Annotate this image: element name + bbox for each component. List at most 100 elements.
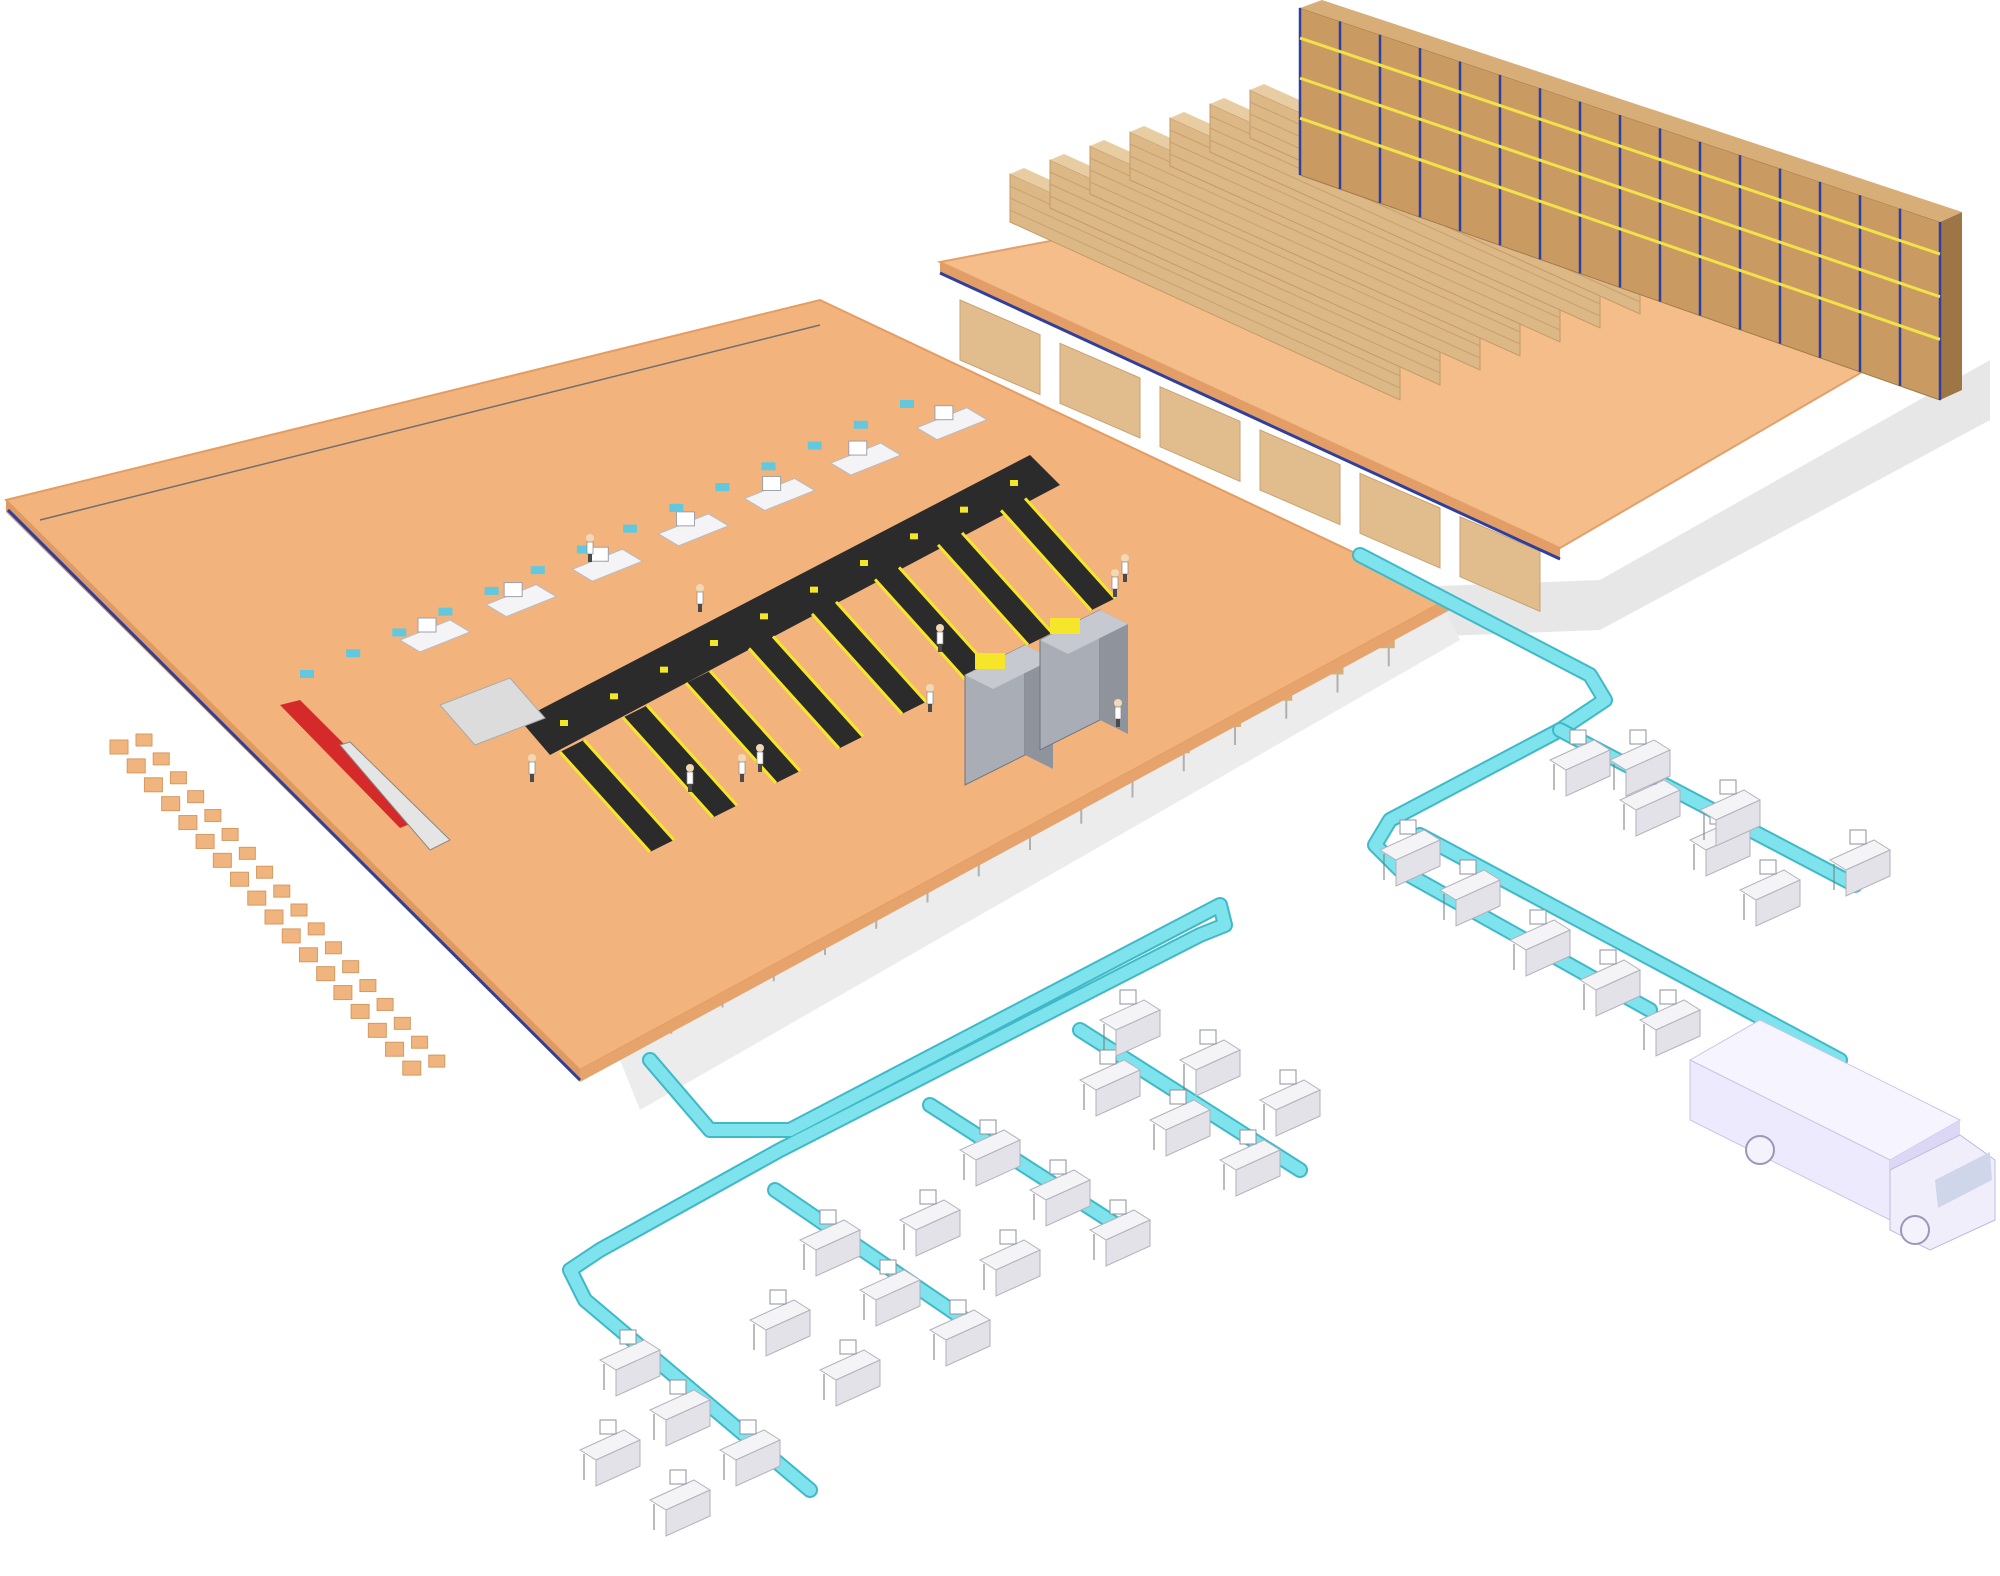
person-body — [528, 761, 536, 775]
shelf-level-line — [1209, 127, 1601, 305]
station-front — [1165, 1109, 1211, 1157]
tote-bin — [761, 462, 776, 471]
person-icon — [696, 584, 704, 592]
left-carton-stacks — [109, 733, 446, 1076]
rack-beam — [1299, 36, 1941, 256]
person-body — [696, 591, 704, 605]
carton — [428, 1054, 446, 1068]
station-front — [665, 1489, 711, 1537]
carton — [126, 758, 146, 774]
station-front — [1095, 1069, 1141, 1117]
station-monitor — [1399, 819, 1417, 835]
station-monitor — [675, 511, 695, 527]
chute-opening — [339, 741, 451, 851]
packing-station-icon — [1258, 1069, 1322, 1137]
lane-safety-stripe — [873, 578, 967, 681]
tote-bin — [438, 607, 453, 616]
sorter-branch-lane — [560, 740, 674, 852]
packing-station-icon — [1608, 729, 1672, 797]
person-body — [1111, 576, 1119, 590]
packing-station-icon — [1738, 859, 1802, 927]
station-front — [995, 1249, 1041, 1297]
station-monitor — [848, 440, 868, 456]
truck-wheel — [1745, 1135, 1775, 1165]
sorter-branch-lane — [938, 532, 1053, 645]
station-monitor — [1109, 1199, 1127, 1215]
station-monitor — [1049, 1159, 1067, 1175]
packing-station-icon — [1578, 949, 1642, 1017]
tote-on-belt — [960, 506, 968, 513]
station-front — [1275, 1089, 1321, 1137]
station-front — [875, 1279, 921, 1327]
packing-station-icon — [718, 1419, 782, 1487]
conveyor-lower-branch-b — [924, 1099, 1146, 1246]
station-monitor — [1099, 1049, 1117, 1065]
carton — [195, 833, 215, 849]
person-icon — [756, 744, 764, 752]
carton — [238, 846, 256, 860]
station-monitor — [762, 475, 782, 491]
station-monitor — [1719, 779, 1737, 795]
lower-shelf-block — [1259, 429, 1341, 526]
station-front — [1455, 879, 1501, 927]
station-front — [665, 1399, 711, 1447]
high-bay-rack-wall — [1298, 0, 1962, 401]
sorter-branch-lane — [749, 636, 864, 749]
lane-safety-stripe — [1023, 497, 1117, 600]
packing-station-icon — [798, 1209, 862, 1277]
shelf-level-line — [1009, 197, 1401, 377]
person-legs — [740, 774, 744, 782]
conveyor-lower-main — [564, 899, 1231, 1496]
person-legs — [1123, 574, 1127, 582]
person-icon — [586, 534, 594, 542]
packing-station-icon — [1698, 779, 1762, 847]
packing-station-icon — [958, 1119, 1022, 1187]
station-monitor — [1239, 1129, 1257, 1145]
station-front — [1625, 749, 1671, 797]
station-monitor — [1849, 829, 1867, 845]
truck-icon — [1688, 1019, 1996, 1251]
station-monitor — [619, 1329, 637, 1345]
lower-shelving — [959, 299, 1541, 613]
person-icon — [686, 764, 694, 772]
lower-shelf-block — [959, 299, 1041, 396]
packing-station-icon — [1638, 989, 1702, 1057]
station-monitor — [999, 1229, 1017, 1245]
carton — [187, 790, 205, 804]
station-front — [1235, 1149, 1281, 1197]
station-front — [815, 1229, 861, 1277]
station-monitor — [1529, 909, 1547, 925]
tote-bin — [300, 670, 314, 678]
station-front — [1525, 929, 1571, 977]
rack-mezzanine-edge — [940, 262, 1560, 560]
shelf-level-line — [1089, 169, 1481, 347]
tote-on-belt — [910, 533, 918, 540]
station-monitor — [949, 1299, 967, 1315]
person-legs — [530, 774, 534, 782]
person-legs — [928, 704, 932, 712]
carton — [264, 909, 284, 925]
packing-station-icon — [858, 1259, 922, 1327]
lane-safety-stripe — [621, 716, 715, 819]
packing-station-icon — [648, 1379, 712, 1447]
automatic-bagging-machines — [964, 609, 1128, 786]
person-legs — [758, 764, 762, 772]
person-icon — [738, 754, 746, 762]
shelf-level-line — [1129, 155, 1521, 333]
lane-safety-stripe — [582, 738, 676, 842]
truck-wheel — [1900, 1215, 1930, 1245]
lane-safety-stripe — [558, 750, 652, 854]
conveyor-right-branch-b — [1414, 829, 1846, 1066]
station-monitor — [919, 1189, 937, 1205]
tote-bin — [623, 524, 638, 533]
packing-station-icon — [1378, 819, 1442, 887]
station-monitor — [839, 1339, 857, 1355]
carton — [324, 941, 342, 955]
carton — [281, 928, 301, 944]
packing-station-icon — [578, 1419, 642, 1487]
rack-mezzanine-rail — [939, 271, 1561, 561]
carton — [109, 739, 129, 755]
packing-station-icon — [1548, 729, 1612, 797]
packing-station-icon — [1508, 909, 1572, 977]
